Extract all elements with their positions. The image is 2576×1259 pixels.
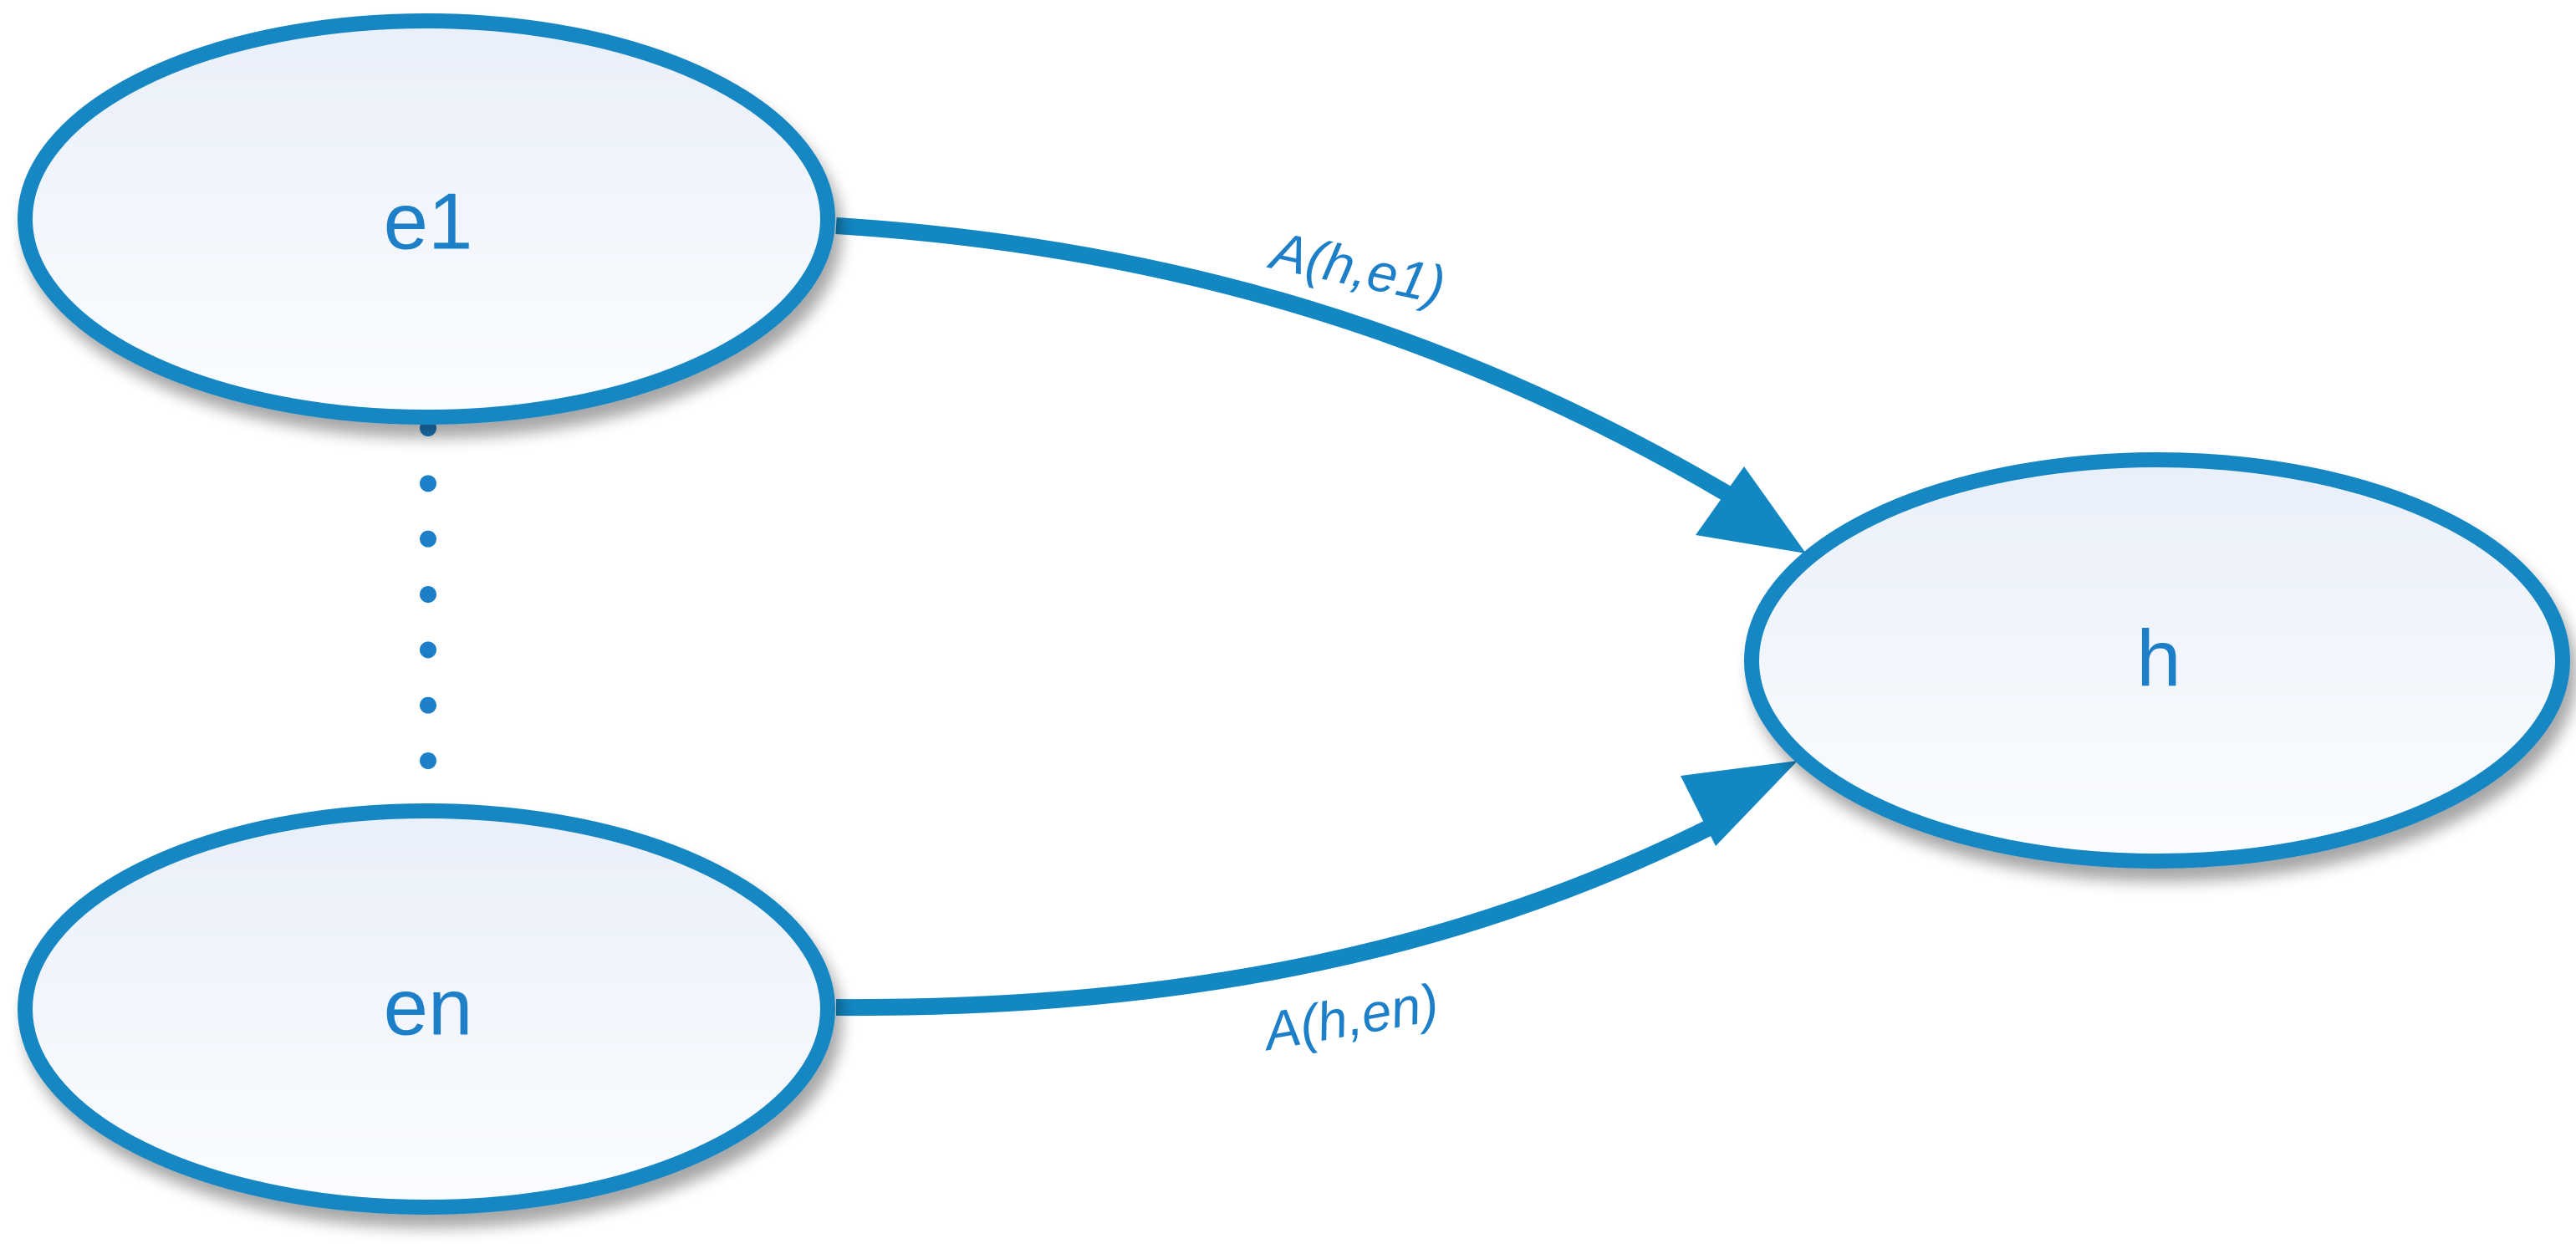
ellipsis-dot: [420, 641, 436, 659]
edge-en-to-h-line: [835, 813, 1727, 1017]
node-h: h: [1744, 452, 2570, 869]
node-e1-shape: [18, 13, 835, 425]
edge-e1-to-h-arrowhead: [1696, 466, 1806, 553]
node-en: en: [18, 803, 835, 1215]
node-en-shape: [18, 803, 835, 1215]
ellipsis-dot: [420, 586, 436, 603]
ellipsis-dot: [420, 696, 436, 714]
edge-e1-to-h-line: [835, 217, 1752, 513]
ellipsis-dot: [420, 752, 436, 769]
ellipsis-dot: [420, 475, 436, 492]
node-h-label: h: [2136, 614, 2181, 703]
ellipsis-dot: [420, 530, 436, 548]
edge-en-to-h-arrowhead: [1681, 761, 1798, 846]
node-e1: e1: [18, 13, 835, 425]
node-h-shape: [1744, 452, 2570, 869]
edge-en-to-h-label: A(h,en): [1257, 972, 1443, 1063]
node-e1-label: e1: [384, 176, 473, 266]
ellipsis-dots: [420, 420, 436, 769]
node-en-label: en: [384, 962, 473, 1052]
